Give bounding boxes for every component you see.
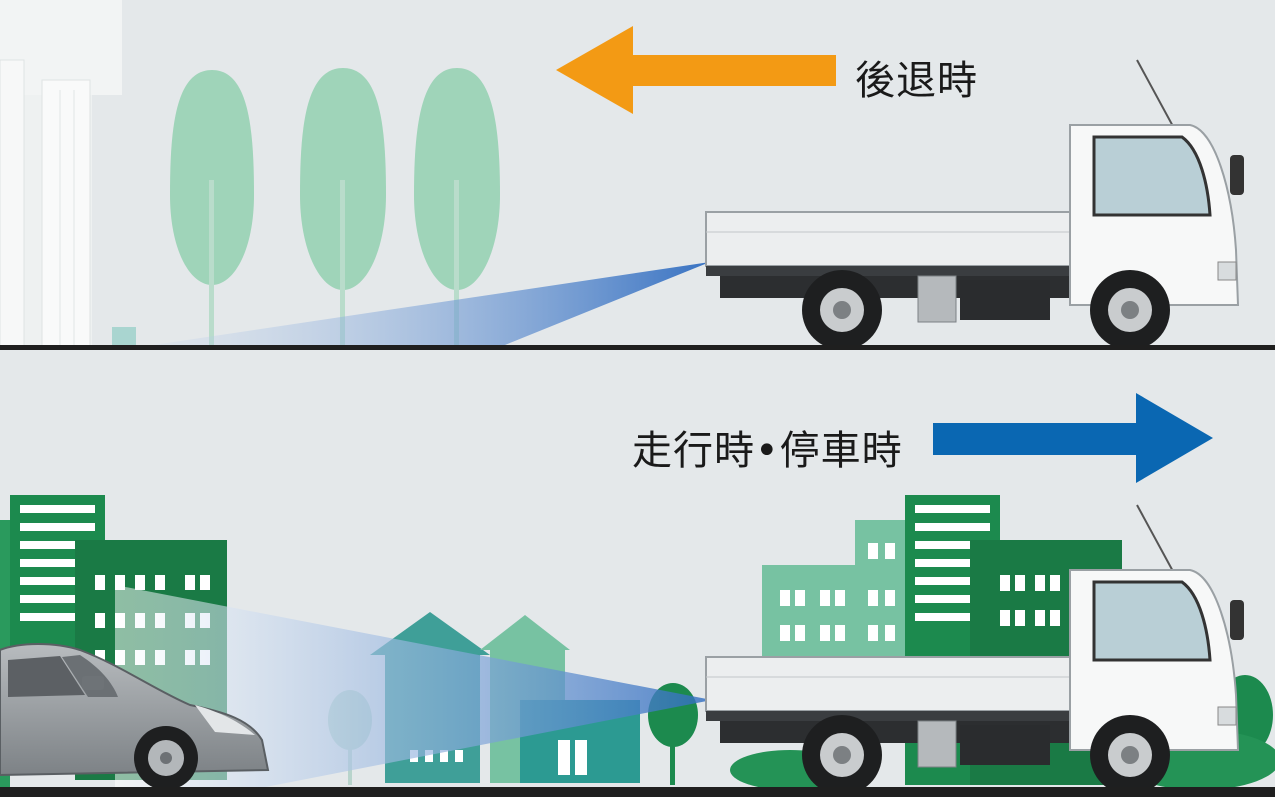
right-arrow-icon (933, 393, 1213, 483)
truck-illustration (705, 59, 1244, 350)
building-icon (0, 0, 136, 348)
ground-line (0, 787, 1275, 797)
left-arrow-icon (556, 26, 836, 114)
ground-line (0, 345, 1275, 350)
tree-icon (170, 70, 254, 347)
tree-icon (414, 68, 500, 347)
tree-icon (300, 68, 386, 347)
reverse-label: 後退時 (855, 58, 978, 104)
forward-label: 走行時•停車時 (632, 428, 903, 474)
truck-illustration (705, 504, 1244, 795)
car-illustration (0, 643, 270, 790)
front-camera-beam (115, 585, 712, 790)
rear-camera-beam (140, 262, 710, 347)
